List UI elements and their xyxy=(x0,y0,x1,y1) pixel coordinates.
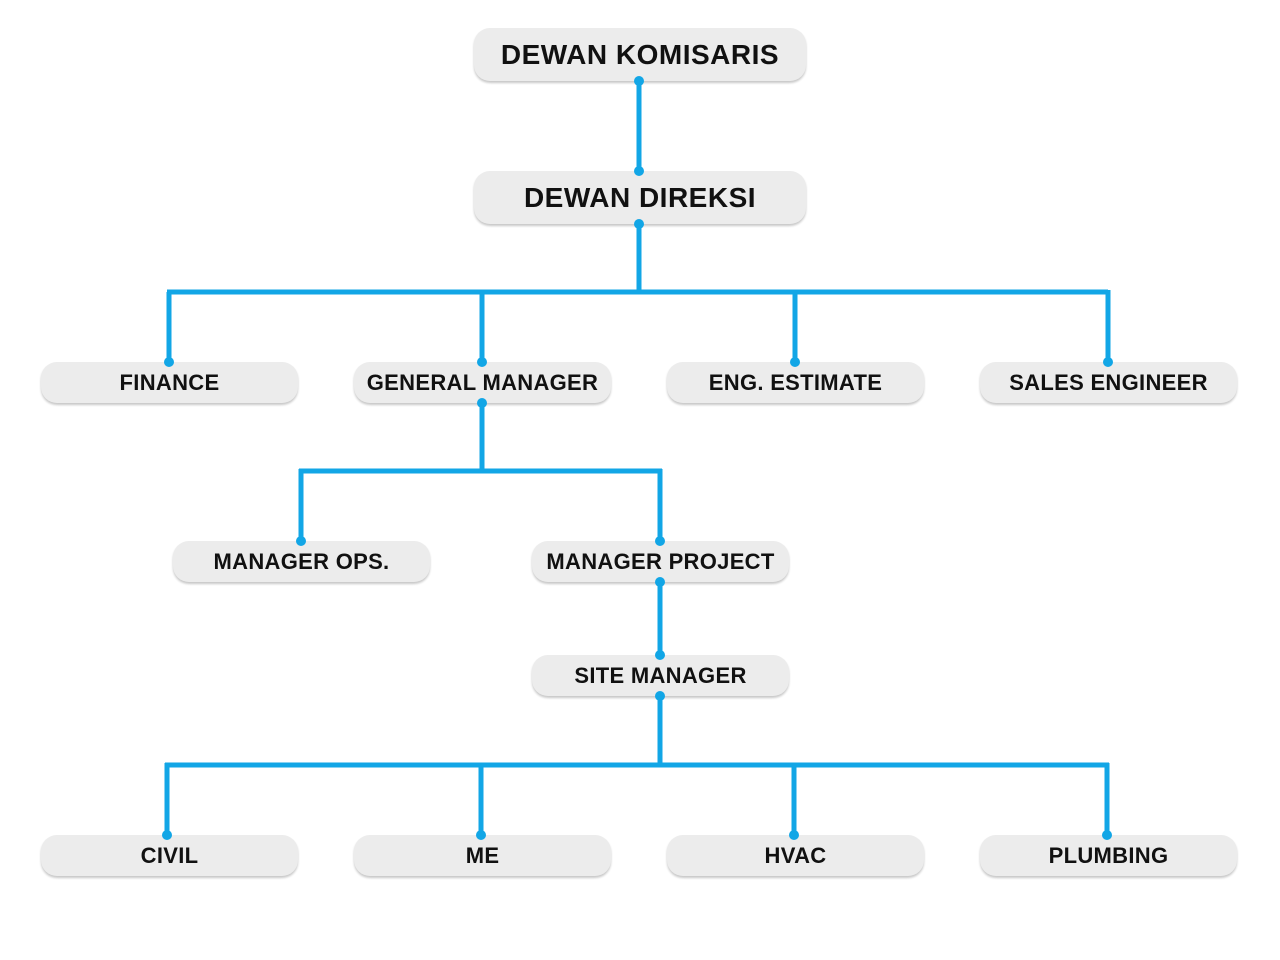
node-hvac: HVAC xyxy=(667,835,924,876)
connector-dot xyxy=(476,830,486,840)
node-label: PLUMBING xyxy=(1048,842,1169,868)
connector-dot xyxy=(655,650,665,660)
node-sales-engineer: SALES ENGINEER xyxy=(980,362,1237,403)
node-finance: FINANCE xyxy=(41,362,298,403)
node-label: FINANCE xyxy=(119,369,220,395)
node-label: GENERAL MANAGER xyxy=(366,369,599,395)
node-label: MANAGER PROJECT xyxy=(546,548,775,574)
node-general-manager: GENERAL MANAGER xyxy=(354,362,611,403)
connector-dot xyxy=(1103,357,1113,367)
node-label: CIVIL xyxy=(140,842,199,868)
connector-dot xyxy=(789,830,799,840)
connector-dot xyxy=(655,536,665,546)
node-manager-project: MANAGER PROJECT xyxy=(532,541,789,582)
node-label: SALES ENGINEER xyxy=(1009,369,1208,395)
connector-dot xyxy=(634,219,644,229)
node-label: DEWAN KOMISARIS xyxy=(500,38,780,70)
connector-dot xyxy=(634,166,644,176)
connector-dot xyxy=(634,76,644,86)
node-dewan-komisaris: DEWAN KOMISARIS xyxy=(474,28,806,81)
node-me: ME xyxy=(354,835,611,876)
node-plumbing: PLUMBING xyxy=(980,835,1237,876)
connector-dot xyxy=(164,357,174,367)
node-label: SITE MANAGER xyxy=(574,662,747,688)
node-label: ENG. ESTIMATE xyxy=(708,369,883,395)
connector-dot xyxy=(477,357,487,367)
connector-dot xyxy=(296,536,306,546)
node-label: MANAGER OPS. xyxy=(213,548,390,574)
connector-dot xyxy=(162,830,172,840)
connector-dot xyxy=(790,357,800,367)
node-manager-ops: MANAGER OPS. xyxy=(173,541,430,582)
connector-dot xyxy=(1102,830,1112,840)
node-label: ME xyxy=(465,842,500,868)
connector-dot xyxy=(655,577,665,587)
node-civil: CIVIL xyxy=(41,835,298,876)
node-label: DEWAN DIREKSI xyxy=(523,181,757,213)
node-label: HVAC xyxy=(764,842,827,868)
node-eng-estimate: ENG. ESTIMATE xyxy=(667,362,924,403)
node-site-manager: SITE MANAGER xyxy=(532,655,789,696)
connector-dot xyxy=(477,398,487,408)
connector-dot xyxy=(655,691,665,701)
node-dewan-direksi: DEWAN DIREKSI xyxy=(474,171,806,224)
